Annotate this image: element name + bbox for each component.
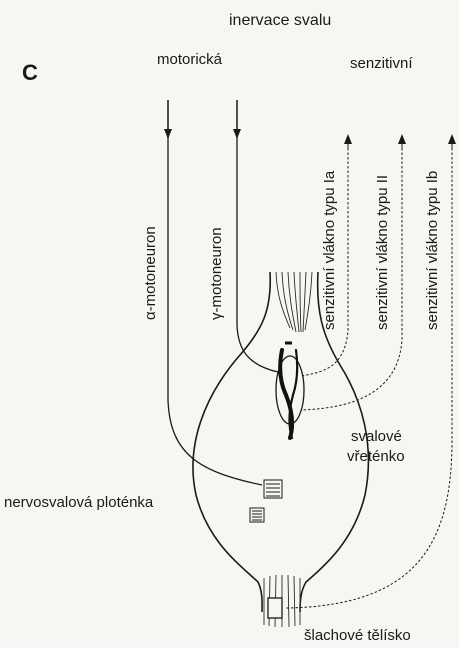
tendon-organ-label: šlachové tělísko (304, 627, 411, 644)
sensory-group-label: senzitivní (350, 55, 413, 72)
panel-letter: C (22, 60, 38, 86)
muscle-outline (193, 272, 368, 612)
muscle-spindle (276, 343, 304, 438)
neuromuscular-endplate (250, 480, 282, 522)
diagram-title: inervace svalu (229, 12, 331, 30)
upper-tendon-fibers (276, 272, 312, 332)
alpha-motoneuron-label: α-motoneuron (142, 226, 159, 320)
muscle-spindle-label-line1: svalové (351, 428, 402, 445)
gamma-motoneuron-label: γ-motoneuron (208, 227, 225, 320)
neuromuscular-endplate-label: nervosvalová ploténka (4, 494, 153, 511)
fiber-ia-label: senzitivní vlákno typu Ia (321, 171, 338, 330)
fiber-ii-label: senzitivní vlákno typu II (374, 175, 391, 330)
tendon-organ-capsule (268, 598, 282, 618)
muscle-spindle-label-line2: vřeténko (347, 448, 405, 465)
fiber-ib-label: senzitivní vlákno typu Ib (424, 171, 441, 330)
motor-group-label: motorická (157, 51, 222, 68)
